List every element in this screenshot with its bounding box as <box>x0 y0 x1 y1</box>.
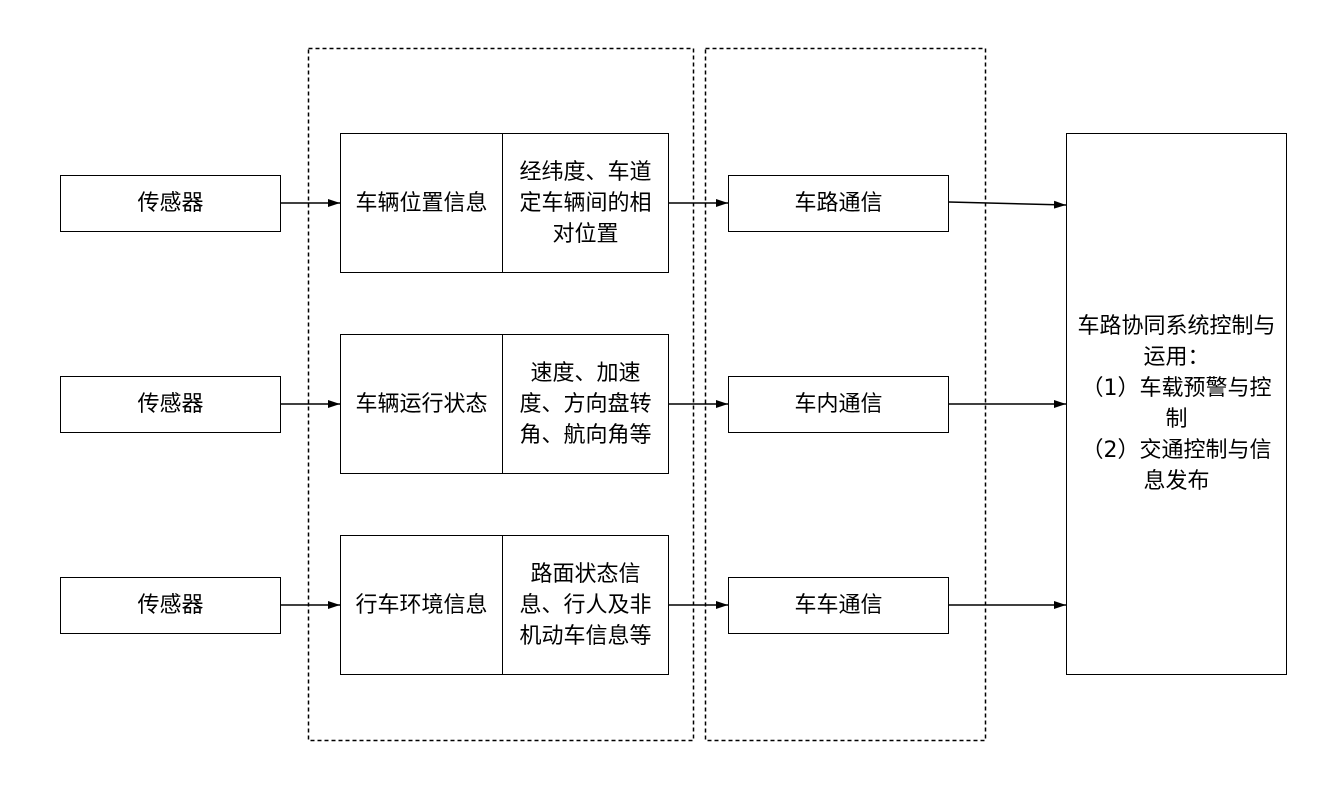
comm-box-in-vehicle: 车内通信 <box>728 376 949 433</box>
detail-line: 机动车信息等 <box>519 623 652 649</box>
sensor-box-3: 传感器 <box>60 577 281 634</box>
sensor-box-1: 传感器 <box>60 175 281 232</box>
info-block-label: 车辆位置信息 <box>341 134 503 272</box>
info-block-label: 行车环境信息 <box>341 536 503 674</box>
sensor-label: 传感器 <box>137 191 204 216</box>
info-block-label: 车辆运行状态 <box>341 335 503 473</box>
result-line: 车路协同系统控制与 <box>1077 314 1276 339</box>
detail-line: 息、行人及非 <box>519 592 652 618</box>
dashed-group-info <box>307 47 695 742</box>
detail-line: 对位置 <box>552 221 619 247</box>
info-block-detail: 速度、加速 度、方向盘转 角、航向角等 <box>503 335 668 473</box>
sensor-label: 传感器 <box>137 392 204 417</box>
detail-line: 定车辆间的相 <box>519 190 652 216</box>
result-box: 车路协同系统控制与 运用： （1）车载预警与控 制 （2）交通控制与信 息发布 <box>1066 133 1287 675</box>
comm-box-vehicle-road: 车路通信 <box>728 175 949 232</box>
comm-label: 车路通信 <box>794 191 883 216</box>
comm-label: 车车通信 <box>794 593 883 618</box>
info-block-vehicle-status: 车辆运行状态 速度、加速 度、方向盘转 角、航向角等 <box>340 334 669 474</box>
detail-line: 度、方向盘转 <box>519 391 652 417</box>
detail-line: 速度、加速 <box>530 360 641 386</box>
result-line: 制 <box>1165 407 1188 432</box>
info-block-driving-environment: 行车环境信息 路面状态信 息、行人及非 机动车信息等 <box>340 535 669 675</box>
sensor-label: 传感器 <box>137 593 204 618</box>
result-line: （1）车载预警与控 <box>1081 376 1272 401</box>
info-block-detail: 经纬度、车道 定车辆间的相 对位置 <box>503 134 668 272</box>
result-line: 运用： <box>1143 345 1210 370</box>
comm-label: 车内通信 <box>794 392 883 417</box>
dashed-group-communication <box>704 47 987 742</box>
info-block-vehicle-position: 车辆位置信息 经纬度、车道 定车辆间的相 对位置 <box>340 133 669 273</box>
result-line: 息发布 <box>1143 469 1210 494</box>
detail-line: 角、航向角等 <box>519 422 652 448</box>
detail-line: 经纬度、车道 <box>519 159 652 185</box>
info-block-detail: 路面状态信 息、行人及非 机动车信息等 <box>503 536 668 674</box>
arrow-comm-1-to-result <box>948 200 1067 209</box>
detail-line: 路面状态信 <box>530 561 641 587</box>
comm-box-vehicle-vehicle: 车车通信 <box>728 577 949 634</box>
sensor-box-2: 传感器 <box>60 376 281 433</box>
result-line: （2）交通控制与信 <box>1081 438 1272 463</box>
